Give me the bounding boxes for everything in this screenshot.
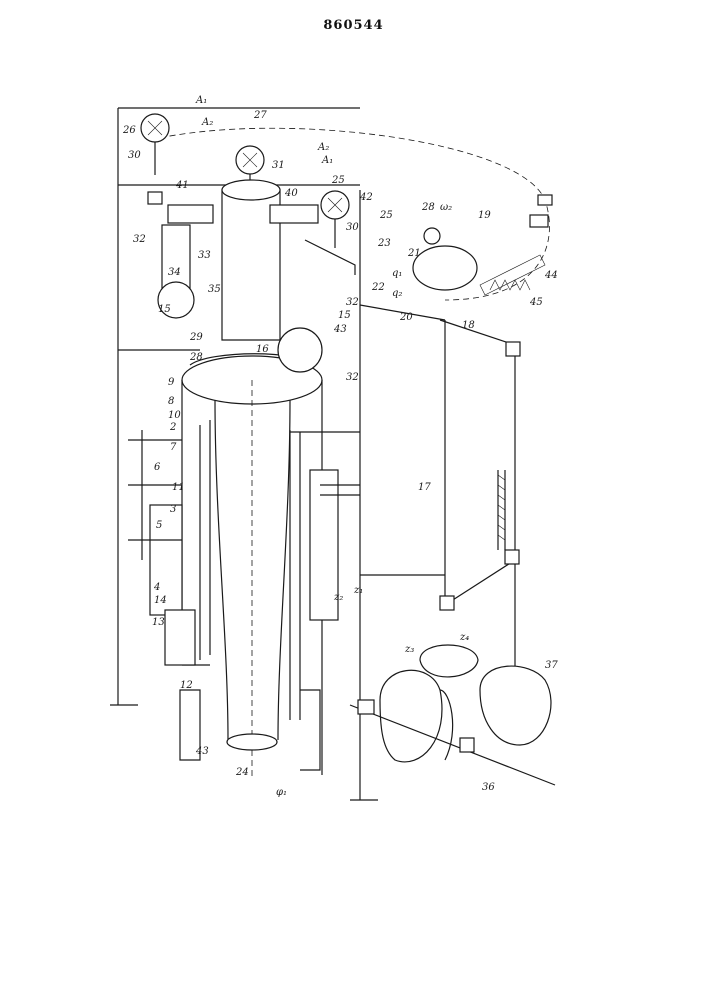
- label-32a: 32: [133, 234, 146, 245]
- label-33: 33: [198, 250, 211, 261]
- label-4: 4: [153, 582, 160, 593]
- label-a2-left: A₂: [201, 117, 213, 128]
- label-a1-left: A₁: [195, 95, 207, 106]
- cam-z3: [380, 670, 453, 762]
- label-37: 37: [545, 660, 558, 671]
- label-z4: z₄: [459, 632, 469, 643]
- label-26: 26: [122, 125, 136, 136]
- label-35: 35: [208, 284, 221, 295]
- label-12: 12: [180, 680, 193, 691]
- label-22: 22: [371, 282, 385, 293]
- label-40: 40: [284, 188, 298, 199]
- label-z2: z₂: [333, 592, 343, 603]
- label-q2: q₂: [392, 288, 402, 299]
- label-z1: z₁: [353, 585, 363, 596]
- label-23: 23: [377, 238, 391, 249]
- label-43b: 43: [333, 324, 347, 335]
- label-16: 16: [256, 344, 269, 355]
- label-32c: 32: [346, 372, 359, 383]
- label-44: 44: [544, 270, 558, 281]
- right-side-assembly: [270, 205, 360, 620]
- label-28b: 28: [421, 202, 435, 213]
- label-20: 20: [399, 312, 413, 323]
- label-8: 8: [168, 396, 174, 407]
- label-5: 5: [156, 520, 162, 531]
- label-15a: 15: [158, 304, 171, 315]
- label-25b: 25: [379, 210, 393, 221]
- label-14: 14: [154, 595, 167, 606]
- label-28: 28: [189, 352, 203, 363]
- label-41: 41: [175, 180, 189, 191]
- label-45: 45: [529, 297, 543, 308]
- vertical-rack: [440, 470, 519, 610]
- cam-37: [480, 666, 551, 745]
- label-31: 31: [272, 160, 285, 171]
- cam-z4: [420, 645, 478, 677]
- gauge-25: [321, 191, 349, 248]
- label-21: 21: [407, 248, 421, 259]
- label-24: 24: [235, 767, 249, 778]
- label-q1: q₁: [392, 268, 402, 279]
- label-34: 34: [168, 267, 181, 278]
- label-10: 10: [168, 410, 181, 421]
- label-7: 7: [170, 442, 177, 453]
- label-19: 19: [478, 210, 491, 221]
- label-42: 42: [359, 192, 373, 203]
- label-30a: 30: [128, 150, 141, 161]
- label-29: 29: [189, 332, 203, 343]
- label-3: 3: [170, 504, 176, 515]
- label-omega: ω₂: [440, 202, 452, 213]
- label-11: 11: [172, 482, 185, 493]
- label-30b: 30: [346, 222, 359, 233]
- central-column: [180, 180, 322, 780]
- label-17: 17: [418, 482, 431, 493]
- label-9: 9: [168, 377, 175, 388]
- label-27: 27: [253, 110, 267, 121]
- label-6: 6: [154, 462, 161, 473]
- label-2: 2: [169, 422, 176, 433]
- label-18: 18: [462, 320, 475, 331]
- label-13: 13: [152, 617, 165, 628]
- label-25a: 25: [331, 175, 345, 186]
- gauge-26: [141, 114, 169, 204]
- label-a1-right: A₁: [321, 155, 333, 166]
- label-a2-right: A₂: [317, 142, 329, 153]
- label-z3: z₃: [404, 644, 414, 655]
- label-phi: φ₁: [276, 787, 287, 798]
- label-36: 36: [482, 782, 495, 793]
- label-43a: 43: [195, 746, 209, 757]
- label-32b: 32: [346, 297, 359, 308]
- label-15b: 15: [338, 310, 351, 321]
